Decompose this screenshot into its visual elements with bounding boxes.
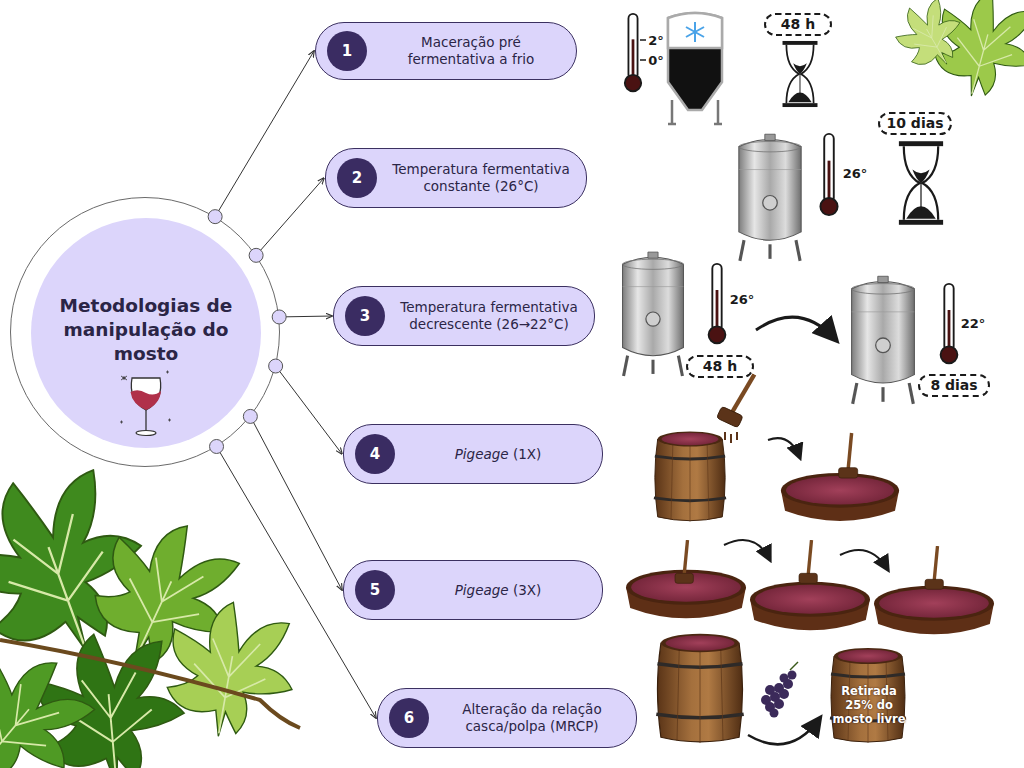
step-number-circle: 1 [327, 31, 367, 71]
callout-number: 4 [370, 445, 380, 463]
wine-glass-icon [116, 366, 176, 446]
step-number-circle: 2 [337, 158, 377, 198]
connector-line [256, 178, 324, 255]
temperature-label: 26° [840, 166, 870, 181]
duration-label: 48 h [764, 13, 832, 36]
method-label: Alteração da relação casca/polpa (MRCP) [442, 701, 622, 735]
duration-label: 48 h [686, 355, 754, 378]
duration-label: 10 dias [878, 112, 952, 135]
connector-dot [243, 409, 257, 423]
callout-number: 6 [404, 709, 414, 727]
connector-dot [210, 439, 224, 453]
callout-number: 3 [360, 307, 370, 325]
decreasing-temperature-illustration [623, 252, 958, 404]
step-number-circle: 3 [345, 296, 385, 336]
method-label: Temperatura fermentativa decrescente (26… [398, 299, 580, 333]
connector-dot [269, 359, 283, 373]
method-box: Temperatura fermentativa decrescente (26… [333, 286, 595, 346]
connector-line [217, 446, 376, 718]
method-label: Pigeage (3X) [455, 582, 542, 599]
connector-dot [249, 248, 263, 262]
temperature-label: 0° [644, 53, 668, 68]
method-box: Alteração da relação casca/polpa (MRCP) 6 [377, 688, 637, 748]
duration-label: 8 dias [918, 374, 990, 397]
method-box: Pigeage (3X) 5 [343, 560, 603, 620]
callout-number: 5 [370, 581, 380, 599]
hub-title: Metodologias de manipulação do mosto [46, 294, 246, 366]
callout-number: 2 [352, 169, 362, 187]
temperature-label: 26° [727, 292, 757, 307]
skin-pulp-ratio-illustration [656, 634, 906, 745]
connector-arrow [210, 439, 376, 718]
barrel-note: Retirada 25% do mosto livre [832, 684, 906, 726]
connector-arrow [269, 359, 342, 454]
method-label: Pigeage (1X) [455, 446, 542, 463]
connector-arrow [243, 409, 342, 590]
connector-line [250, 416, 342, 590]
method-box: Maceração pré fermentativa a frio 1 [315, 22, 577, 80]
temperature-label: 2° [644, 33, 668, 48]
connector-dot [272, 310, 286, 324]
temperature-label: 22° [958, 316, 988, 331]
hub-circle: Metodologias de manipulação do mosto [10, 197, 280, 467]
pigeage-once-illustration [654, 368, 899, 522]
pigeage-three-times-illustration [626, 540, 994, 634]
connector-line [279, 316, 332, 318]
connector-arrow [208, 51, 314, 224]
method-box: Temperatura fermentativa constante (26°C… [325, 148, 587, 208]
method-label: Maceração pré fermentativa a frio [380, 34, 562, 68]
constant-temperature-illustration [739, 134, 943, 261]
method-box: Pigeage (1X) 4 [343, 424, 603, 484]
step-number-circle: 6 [389, 698, 429, 738]
connector-arrow [249, 178, 324, 262]
connector-arrow [272, 310, 332, 324]
step-number-circle: 4 [355, 434, 395, 474]
step-number-circle: 5 [355, 570, 395, 610]
connector-line [215, 51, 314, 217]
method-label: Temperatura fermentativa constante (26°C… [390, 161, 572, 195]
connector-line [276, 366, 342, 454]
connector-dot [208, 210, 222, 224]
callout-number: 1 [342, 42, 352, 60]
